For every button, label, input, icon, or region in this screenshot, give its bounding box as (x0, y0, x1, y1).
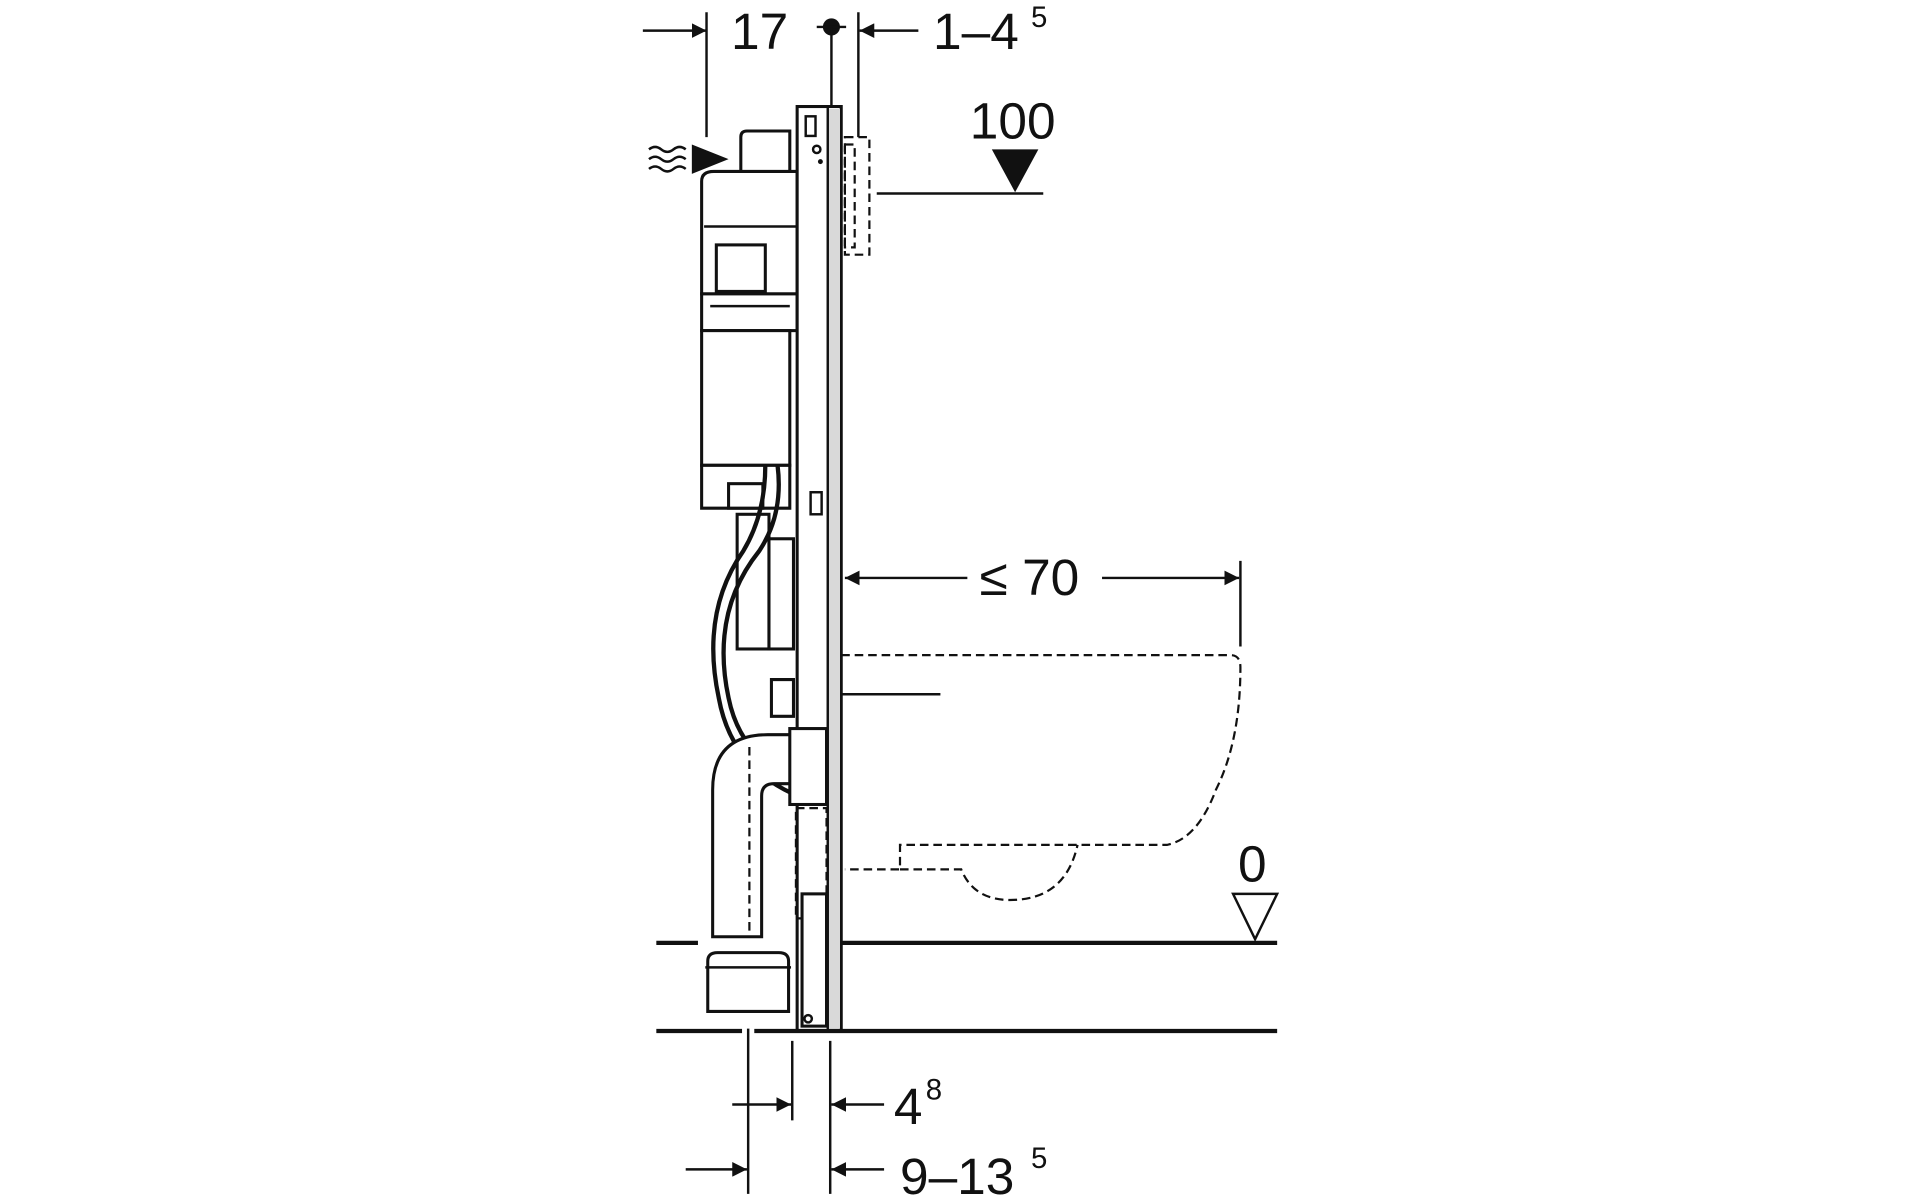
dimension-superscript: 5 (1031, 1142, 1047, 1175)
axis-marker-icon (816, 18, 847, 108)
level-marker-open-icon (1231, 892, 1280, 942)
dimension-label: 17 (731, 2, 788, 60)
dimension-label: 0 (1238, 835, 1267, 893)
dimension-frame-depth: 4 8 (732, 1028, 942, 1194)
drain-pipe (705, 733, 794, 1013)
dimension-superscript: 8 (926, 1074, 942, 1107)
dimension-label: 4 (894, 1077, 923, 1135)
floor-level-marker: 0 (1231, 835, 1280, 942)
dimension-label: 100 (970, 91, 1056, 149)
dimension-bowl-projection: ≤ 70 (844, 548, 1242, 647)
dimension-cistern-depth: 17 (642, 2, 788, 138)
dimension-actuator-height: 100 (876, 91, 1056, 195)
dimension-superscript: 5 (1031, 1, 1047, 34)
dimension-panel-offset: 1–4 5 (857, 1, 1047, 138)
installation-frame (788, 105, 843, 1033)
dimension-label: ≤ 70 (980, 548, 1080, 606)
wall-hung-toilet (841, 654, 1242, 902)
level-marker-filled-icon (991, 149, 1039, 193)
dimension-drain-offset: 9–13 5 (685, 1142, 1047, 1200)
actuator-plate (843, 136, 871, 256)
water-inlet-icon (648, 144, 729, 174)
cistern (700, 129, 799, 510)
floor-lines (656, 940, 1278, 1034)
dimension-label: 1–4 (933, 2, 1019, 60)
dimension-label: 9–13 (900, 1147, 1014, 1200)
